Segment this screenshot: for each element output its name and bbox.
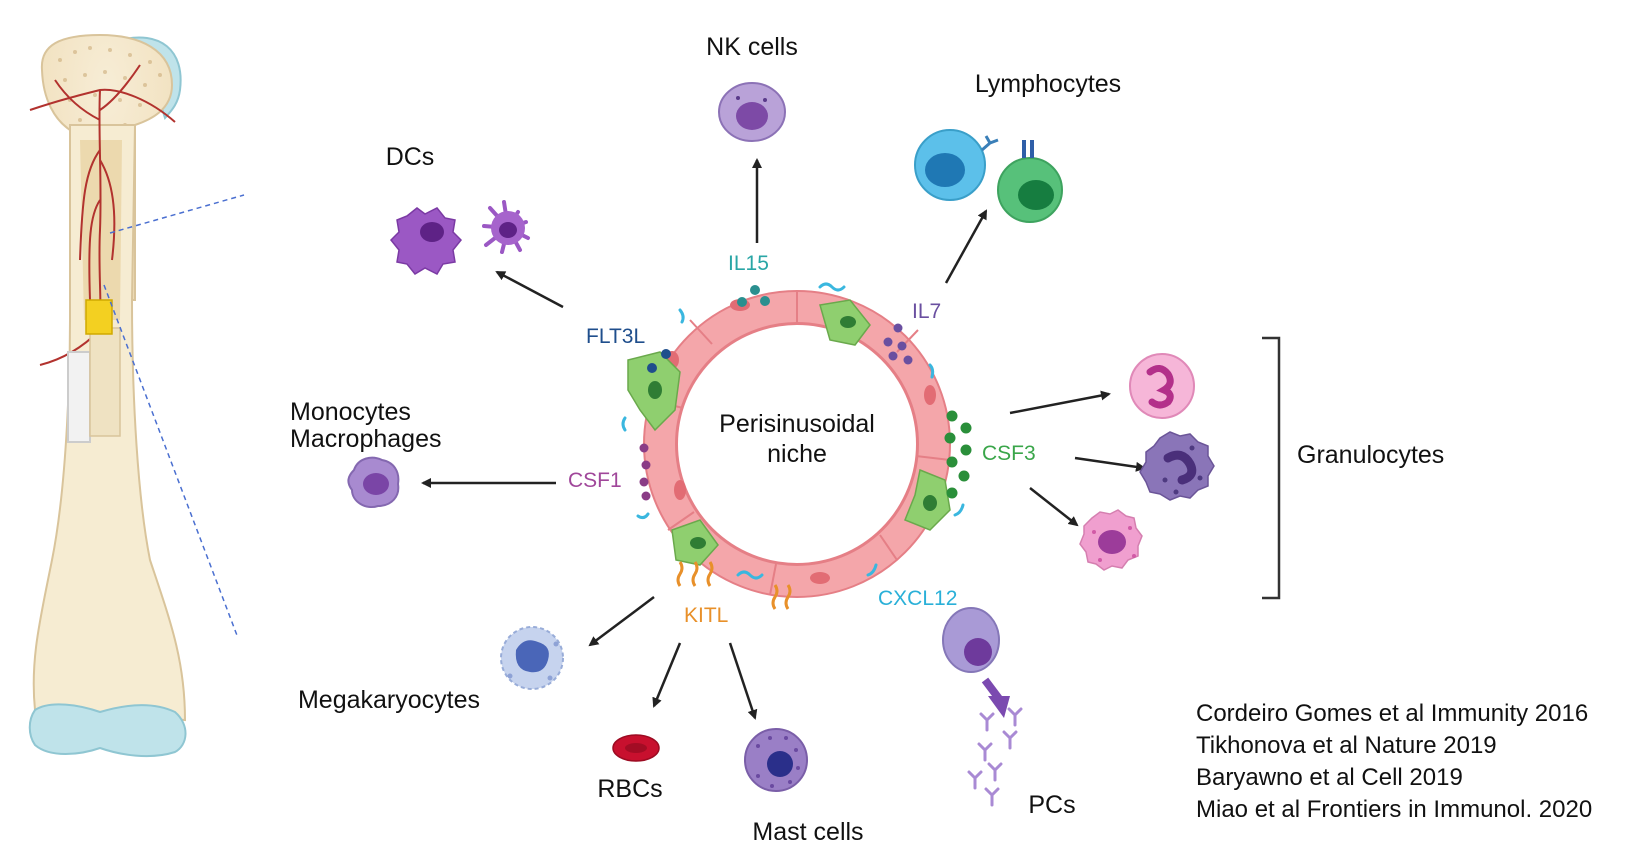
label-lymphocytes: Lymphocytes [975, 70, 1121, 98]
factor-kitl: KITL [684, 604, 728, 627]
antibody-icon [967, 707, 1023, 807]
basophil-icon [1139, 431, 1215, 501]
citation: Cordeiro Gomes et al Immunity 2016 [1196, 700, 1589, 727]
plasma-cell-icon [942, 607, 1010, 718]
niche-label-line1: Perisinusoidal [719, 410, 875, 438]
megakaryocyte-icon [500, 626, 564, 690]
long-bone-icon [28, 33, 245, 758]
t-cell-icon [997, 140, 1063, 223]
monocyte-icon [347, 456, 400, 508]
dendritic-cell-icon [389, 200, 530, 275]
cxcl12-molecules [621, 282, 965, 580]
label-rbcs: RBCs [597, 775, 662, 803]
granulocyte-bracket [1262, 336, 1281, 600]
sinusoid-ring [643, 290, 951, 598]
nk-cell-icon [718, 82, 786, 142]
citation: Baryawno et al Cell 2019 [1196, 764, 1463, 791]
csf1-molecules [639, 443, 651, 501]
neutrophil-icon [1129, 353, 1195, 419]
label-monocytes: Monocytes [290, 398, 411, 426]
rbc-icon [612, 734, 660, 762]
label-granulocytes: Granulocytes [1297, 441, 1444, 469]
factor-csf1: CSF1 [568, 469, 622, 492]
factor-il7: IL7 [912, 300, 941, 323]
label-dcs: DCs [386, 143, 435, 171]
il7-molecules [883, 323, 913, 365]
label-pcs: PCs [1028, 791, 1075, 819]
b-cell-icon [914, 129, 999, 201]
arrows [421, 158, 1146, 720]
factor-cxcl12: CXCL12 [878, 587, 957, 610]
csf3-molecules [944, 410, 972, 499]
label-macrophages: Macrophages [290, 425, 441, 453]
il15-molecules [737, 285, 770, 307]
mast-cell-icon [744, 728, 808, 792]
citation: Miao et al Frontiers in Immunol. 2020 [1196, 796, 1593, 823]
kitl-molecules [676, 561, 792, 610]
factor-il15: IL15 [728, 252, 769, 275]
citation-list: Cordeiro Gomes et al Immunity 2016 Tikho… [1196, 698, 1592, 826]
label-megakaryocytes: Megakaryocytes [298, 686, 480, 714]
label-nk-cells: NK cells [706, 33, 798, 61]
factor-flt3l: FLT3L [586, 325, 645, 348]
label-mast-cells: Mast cells [752, 818, 863, 846]
niche-label-line2: niche [767, 440, 827, 468]
factor-csf3: CSF3 [982, 442, 1036, 465]
citation: Tikhonova et al Nature 2019 [1196, 732, 1497, 759]
flt3l-molecules [647, 349, 671, 373]
eosinophil-icon [1079, 509, 1143, 571]
